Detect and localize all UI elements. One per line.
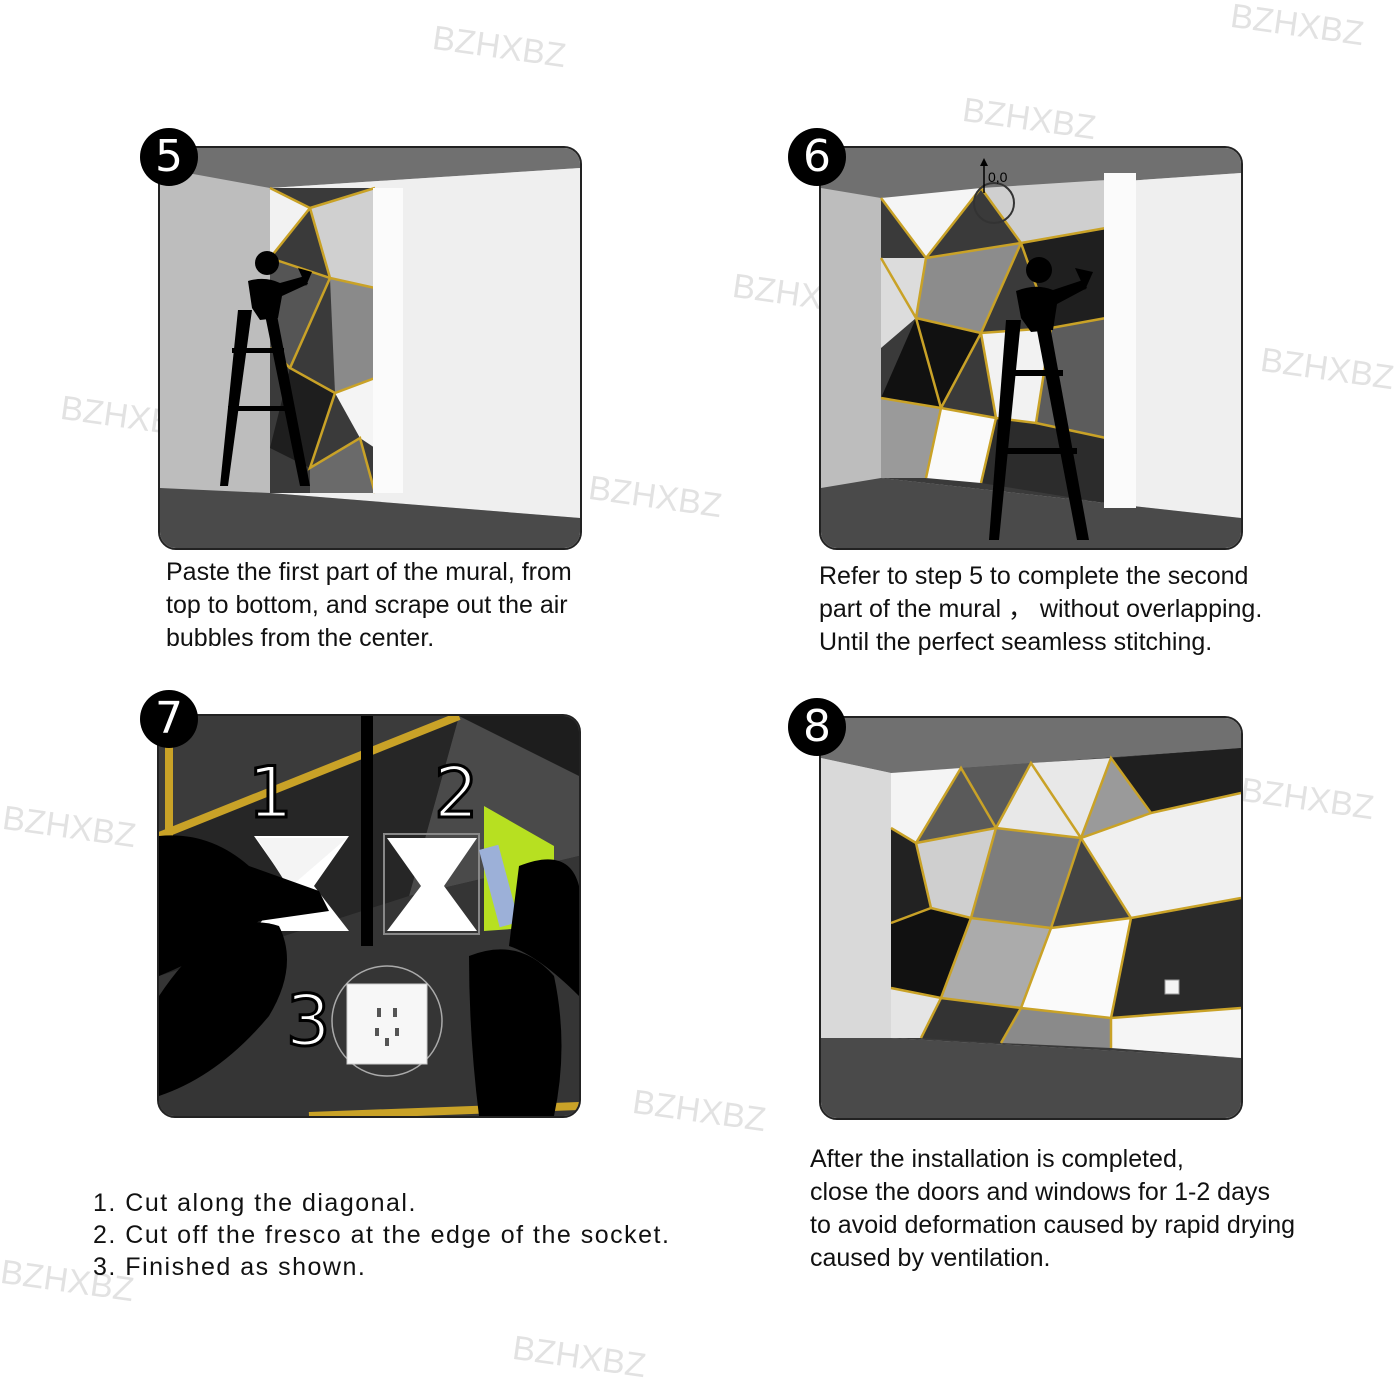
step-5-image bbox=[158, 146, 582, 550]
caption-line: part of the mural ， without overlapping. bbox=[819, 595, 1263, 623]
step-5-illustration bbox=[160, 148, 580, 548]
caption-line: bubbles from the center. bbox=[166, 624, 435, 652]
step-6-badge: 6 bbox=[788, 128, 846, 186]
step-5-badge: 5 bbox=[140, 128, 198, 186]
sub-step-1-number: 1 bbox=[247, 751, 295, 836]
step-7-caption: 1. Cut along the diagonal. 2. Cut off th… bbox=[93, 1187, 670, 1283]
step-8-caption: After the installation is completed, clo… bbox=[810, 1143, 1295, 1275]
step-7-illustration bbox=[159, 716, 579, 1116]
caption-line: to avoid deformation caused by rapid dry… bbox=[810, 1211, 1296, 1239]
watermark: BZHXBZ bbox=[1238, 770, 1377, 828]
watermark: BZHXBZ bbox=[430, 18, 569, 76]
caption-line: close the doors and windows for 1-2 days bbox=[810, 1178, 1270, 1206]
watermark: BZHXBZ bbox=[1258, 340, 1397, 398]
step-8-image bbox=[819, 716, 1243, 1120]
sub-step-2-number: 2 bbox=[433, 751, 481, 836]
watermark: BZHXBZ bbox=[510, 1328, 649, 1386]
caption-line: 2. Cut off the fresco at the edge of the… bbox=[93, 1221, 671, 1249]
step-6-image: 0,0 bbox=[819, 146, 1243, 550]
step-7-badge: 7 bbox=[140, 690, 198, 748]
watermark: BZHXBZ bbox=[630, 1082, 769, 1140]
sub-step-3-number: 3 bbox=[285, 979, 333, 1064]
caption-line: top to bottom, and scrape out the air bbox=[166, 591, 568, 619]
step-5-caption: Paste the first part of the mural, from … bbox=[166, 556, 572, 655]
step-8-illustration bbox=[821, 718, 1241, 1118]
caption-line: After the installation is completed, bbox=[810, 1145, 1184, 1173]
watermark: BZHXBZ bbox=[1228, 0, 1367, 54]
step-8-badge: 8 bbox=[788, 698, 846, 756]
caption-line: caused by ventilation. bbox=[810, 1244, 1051, 1272]
caption-line: Refer to step 5 to complete the second bbox=[819, 562, 1249, 590]
caption-line: Paste the first part of the mural, from bbox=[166, 558, 572, 586]
caption-line: Until the perfect seamless stitching. bbox=[819, 628, 1213, 656]
step-7-image bbox=[157, 714, 581, 1118]
step-6-caption: Refer to step 5 to complete the second p… bbox=[819, 560, 1262, 659]
watermark: BZHXBZ bbox=[960, 90, 1099, 148]
caption-line: 1. Cut along the diagonal. bbox=[93, 1189, 417, 1217]
step-6-illustration: 0,0 bbox=[821, 148, 1241, 548]
origin-label: 0,0 bbox=[988, 169, 1008, 185]
watermark: BZHXBZ bbox=[0, 798, 139, 856]
caption-line: 3. Finished as shown. bbox=[93, 1253, 367, 1281]
watermark: BZHXBZ bbox=[586, 468, 725, 526]
